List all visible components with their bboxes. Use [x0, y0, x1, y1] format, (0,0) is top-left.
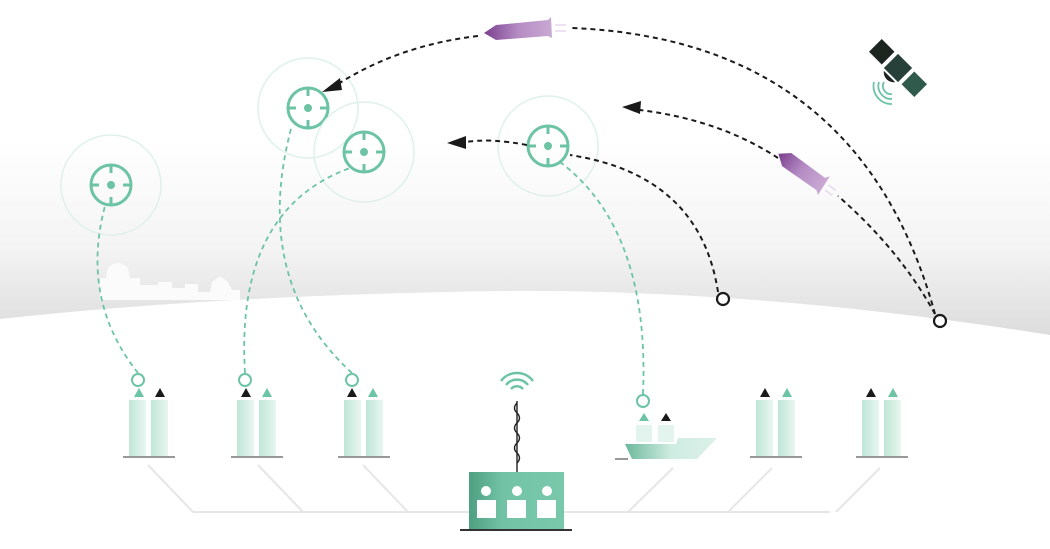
launcher-icon [123, 373, 175, 458]
target-3 [313, 101, 415, 203]
target-4 [497, 95, 599, 197]
arrow-icon [447, 136, 466, 149]
launcher-icon [750, 388, 802, 458]
crosshair-reticle-icon [89, 163, 133, 207]
arrow-icon [622, 101, 641, 114]
wifi-signal-icon [500, 371, 534, 390]
launcher-icon [231, 373, 283, 458]
launchers [123, 373, 908, 458]
threat-trajectories [337, 27, 936, 315]
launcher-icon [338, 373, 390, 458]
command-center-icon [460, 371, 572, 531]
crosshair-reticle-icon [286, 86, 330, 130]
city-skyline [100, 263, 240, 300]
targets [60, 57, 599, 236]
crosshair-reticle-icon [342, 130, 386, 174]
launcher-icon [856, 388, 908, 458]
crosshair-reticle-icon [526, 124, 570, 168]
antenna-icon [513, 401, 521, 472]
target-2 [257, 57, 359, 159]
intercept-paths [96, 124, 645, 395]
missile-icon [484, 17, 566, 40]
trajectory-origins [715, 291, 948, 329]
horizon [0, 140, 1050, 337]
ship-icon [615, 394, 717, 460]
missile-icon [778, 152, 837, 196]
satellite-icon [869, 39, 927, 97]
arrow-icon [322, 78, 342, 92]
trajectory-arrowheads [322, 78, 641, 149]
wifi-signal-icon [872, 81, 893, 105]
target-1 [60, 134, 162, 236]
